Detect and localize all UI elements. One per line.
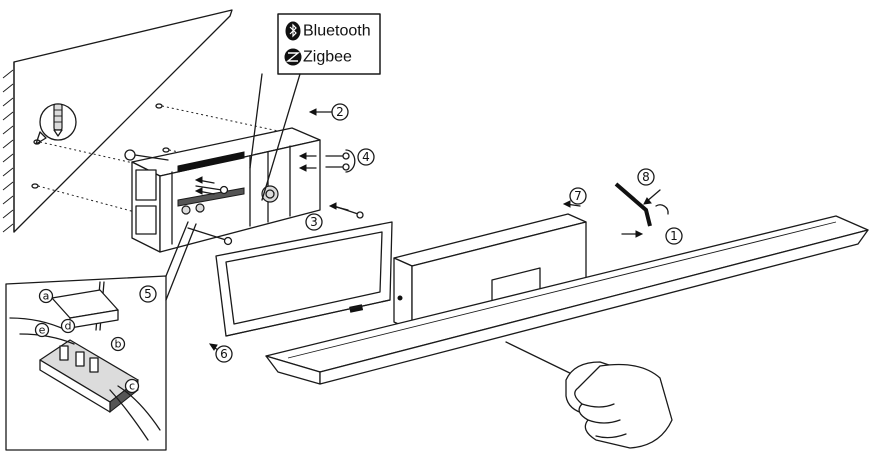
step-callout-5 [139, 285, 157, 303]
step-callout-2 [331, 103, 349, 121]
step-callout-8 [637, 168, 655, 186]
cover-plate [215, 221, 393, 337]
zigbee-icon [284, 48, 302, 66]
step-callout-3 [305, 213, 323, 231]
mounting-bracket [131, 127, 321, 253]
step-label-4: 4 [362, 150, 370, 164]
step-label-8: 8 [642, 170, 650, 184]
wiring-label-a: a [43, 290, 50, 303]
screw-icon [187, 152, 364, 246]
step-label-1: 1 [670, 229, 678, 243]
wiring-callout-d [60, 318, 76, 334]
step-callout-6 [215, 345, 233, 363]
wiring-callout-e [34, 322, 50, 338]
wiring-callout-a [38, 288, 54, 304]
wiring-detail [5, 221, 197, 451]
zigbee-label: Zigbee [303, 49, 352, 66]
step-label-7: 7 [574, 189, 582, 203]
rotate-arrow [345, 149, 356, 173]
step-callout-1 [665, 227, 683, 245]
wiring-label-c: c [129, 380, 135, 393]
step-callout-4 [357, 148, 375, 166]
step-label-6: 6 [220, 347, 228, 361]
wiring-label-b: b [115, 338, 122, 351]
wiring-callout-b [110, 336, 126, 352]
wall [2, 9, 321, 233]
wiring-label-d: d [65, 320, 72, 333]
bluetooth-icon [285, 21, 301, 41]
wiring-callout-c [124, 378, 140, 394]
bluetooth-label: Bluetooth [303, 23, 371, 40]
connectivity-legend: Bluetooth Zigbee [249, 13, 381, 201]
step-label-3: 3 [310, 215, 318, 229]
wall-anchor-icon [35, 103, 77, 145]
wiring-label-e: e [39, 324, 46, 337]
step-label-5: 5 [144, 287, 152, 301]
bolt-icon [124, 149, 169, 161]
step-label-2: 2 [336, 105, 344, 119]
step-callout-7 [569, 187, 587, 205]
mirror-light [265, 213, 869, 385]
remote-control-icon [505, 341, 673, 449]
hex-key-icon [614, 182, 669, 227]
